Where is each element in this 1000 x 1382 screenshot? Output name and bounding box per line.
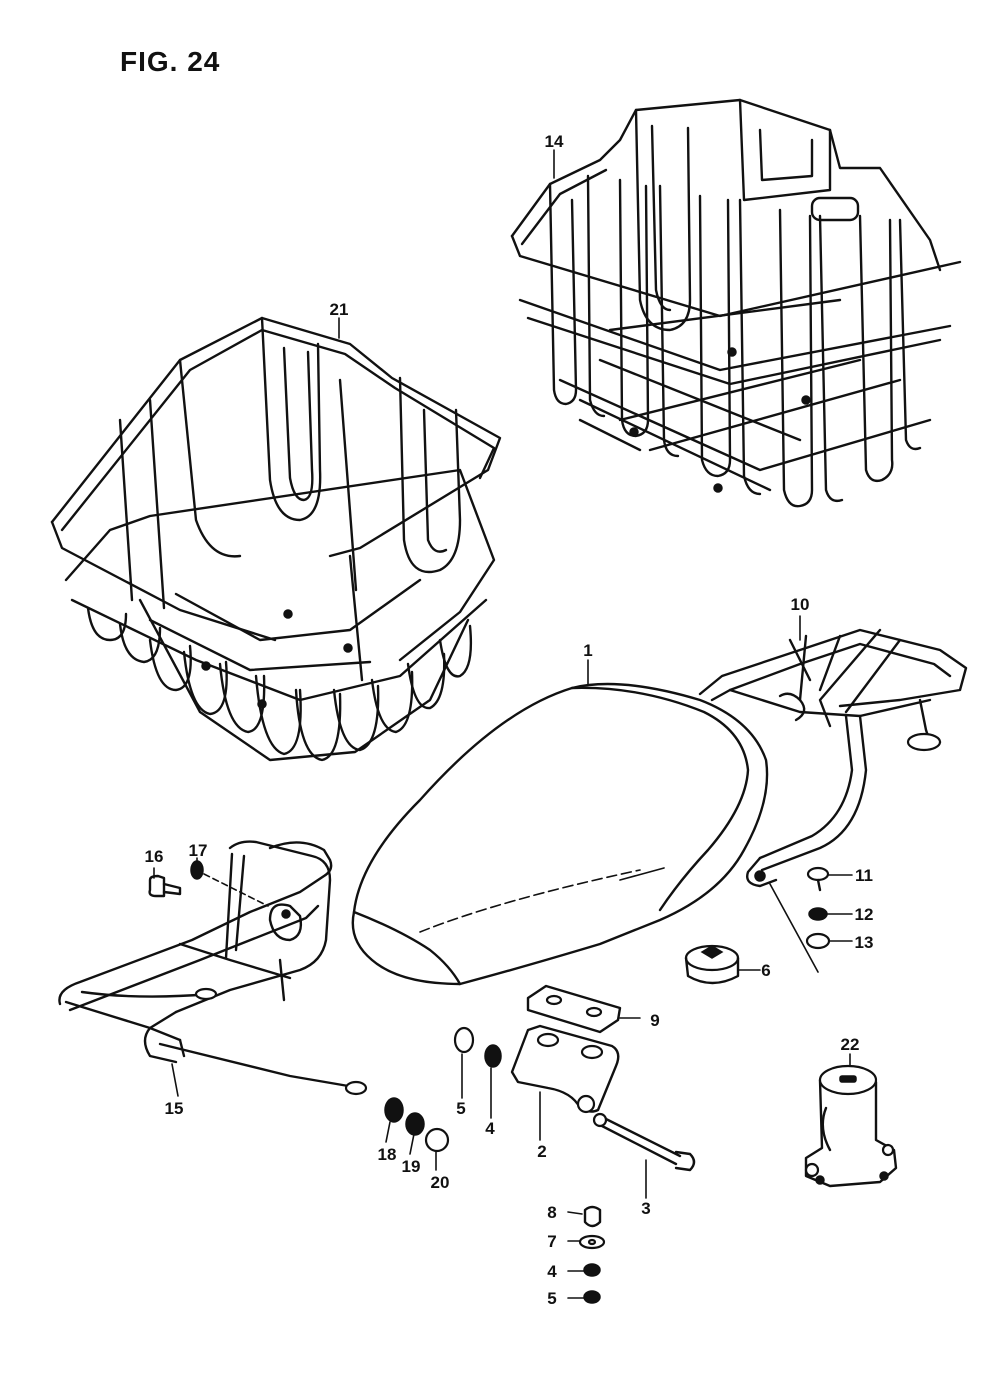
carrier-10: [698, 628, 968, 973]
carrier-15: [58, 840, 368, 1096]
callout-10: 10: [791, 595, 810, 614]
callout-11: 11: [855, 866, 873, 885]
callout-18: 18: [378, 1145, 397, 1164]
figure-title: FIG. 24: [120, 46, 221, 77]
seat-1: [351, 682, 769, 986]
callout-7: 7: [547, 1232, 556, 1251]
bolt-3: [592, 1112, 696, 1172]
callout-22: 22: [841, 1035, 860, 1054]
leader-lines: [153, 149, 853, 1299]
callout-6: 6: [761, 961, 770, 980]
callout-21: 21: [330, 300, 349, 319]
callout-2: 2: [537, 1142, 546, 1161]
callout-14: 14: [545, 132, 564, 151]
hardware: [148, 860, 831, 1304]
callout-5-lower: 5: [547, 1289, 556, 1308]
callout-15: 15: [165, 1099, 184, 1118]
callout-labels: 1 2 3 4 4 5 5 6 7 8 9 10 11 12 13 14 15 …: [145, 132, 874, 1308]
basket-14: [510, 98, 962, 508]
callout-3: 3: [641, 1199, 650, 1218]
callout-16: 16: [145, 847, 164, 866]
callout-17: 17: [189, 841, 208, 860]
basket-21: [50, 316, 502, 762]
callout-8: 8: [547, 1203, 556, 1222]
callout-20: 20: [431, 1173, 450, 1192]
bracket-2: [510, 1024, 620, 1114]
callout-1: 1: [583, 641, 592, 660]
callout-12: 12: [855, 905, 874, 924]
callout-19: 19: [402, 1157, 421, 1176]
callout-4-upper: 4: [485, 1119, 495, 1138]
callout-9: 9: [650, 1011, 659, 1030]
plate-9: [526, 984, 622, 1034]
callout-13: 13: [855, 933, 874, 952]
callout-4-lower: 4: [547, 1262, 557, 1281]
callout-5-upper: 5: [456, 1099, 465, 1118]
lock-22: [804, 1064, 898, 1188]
